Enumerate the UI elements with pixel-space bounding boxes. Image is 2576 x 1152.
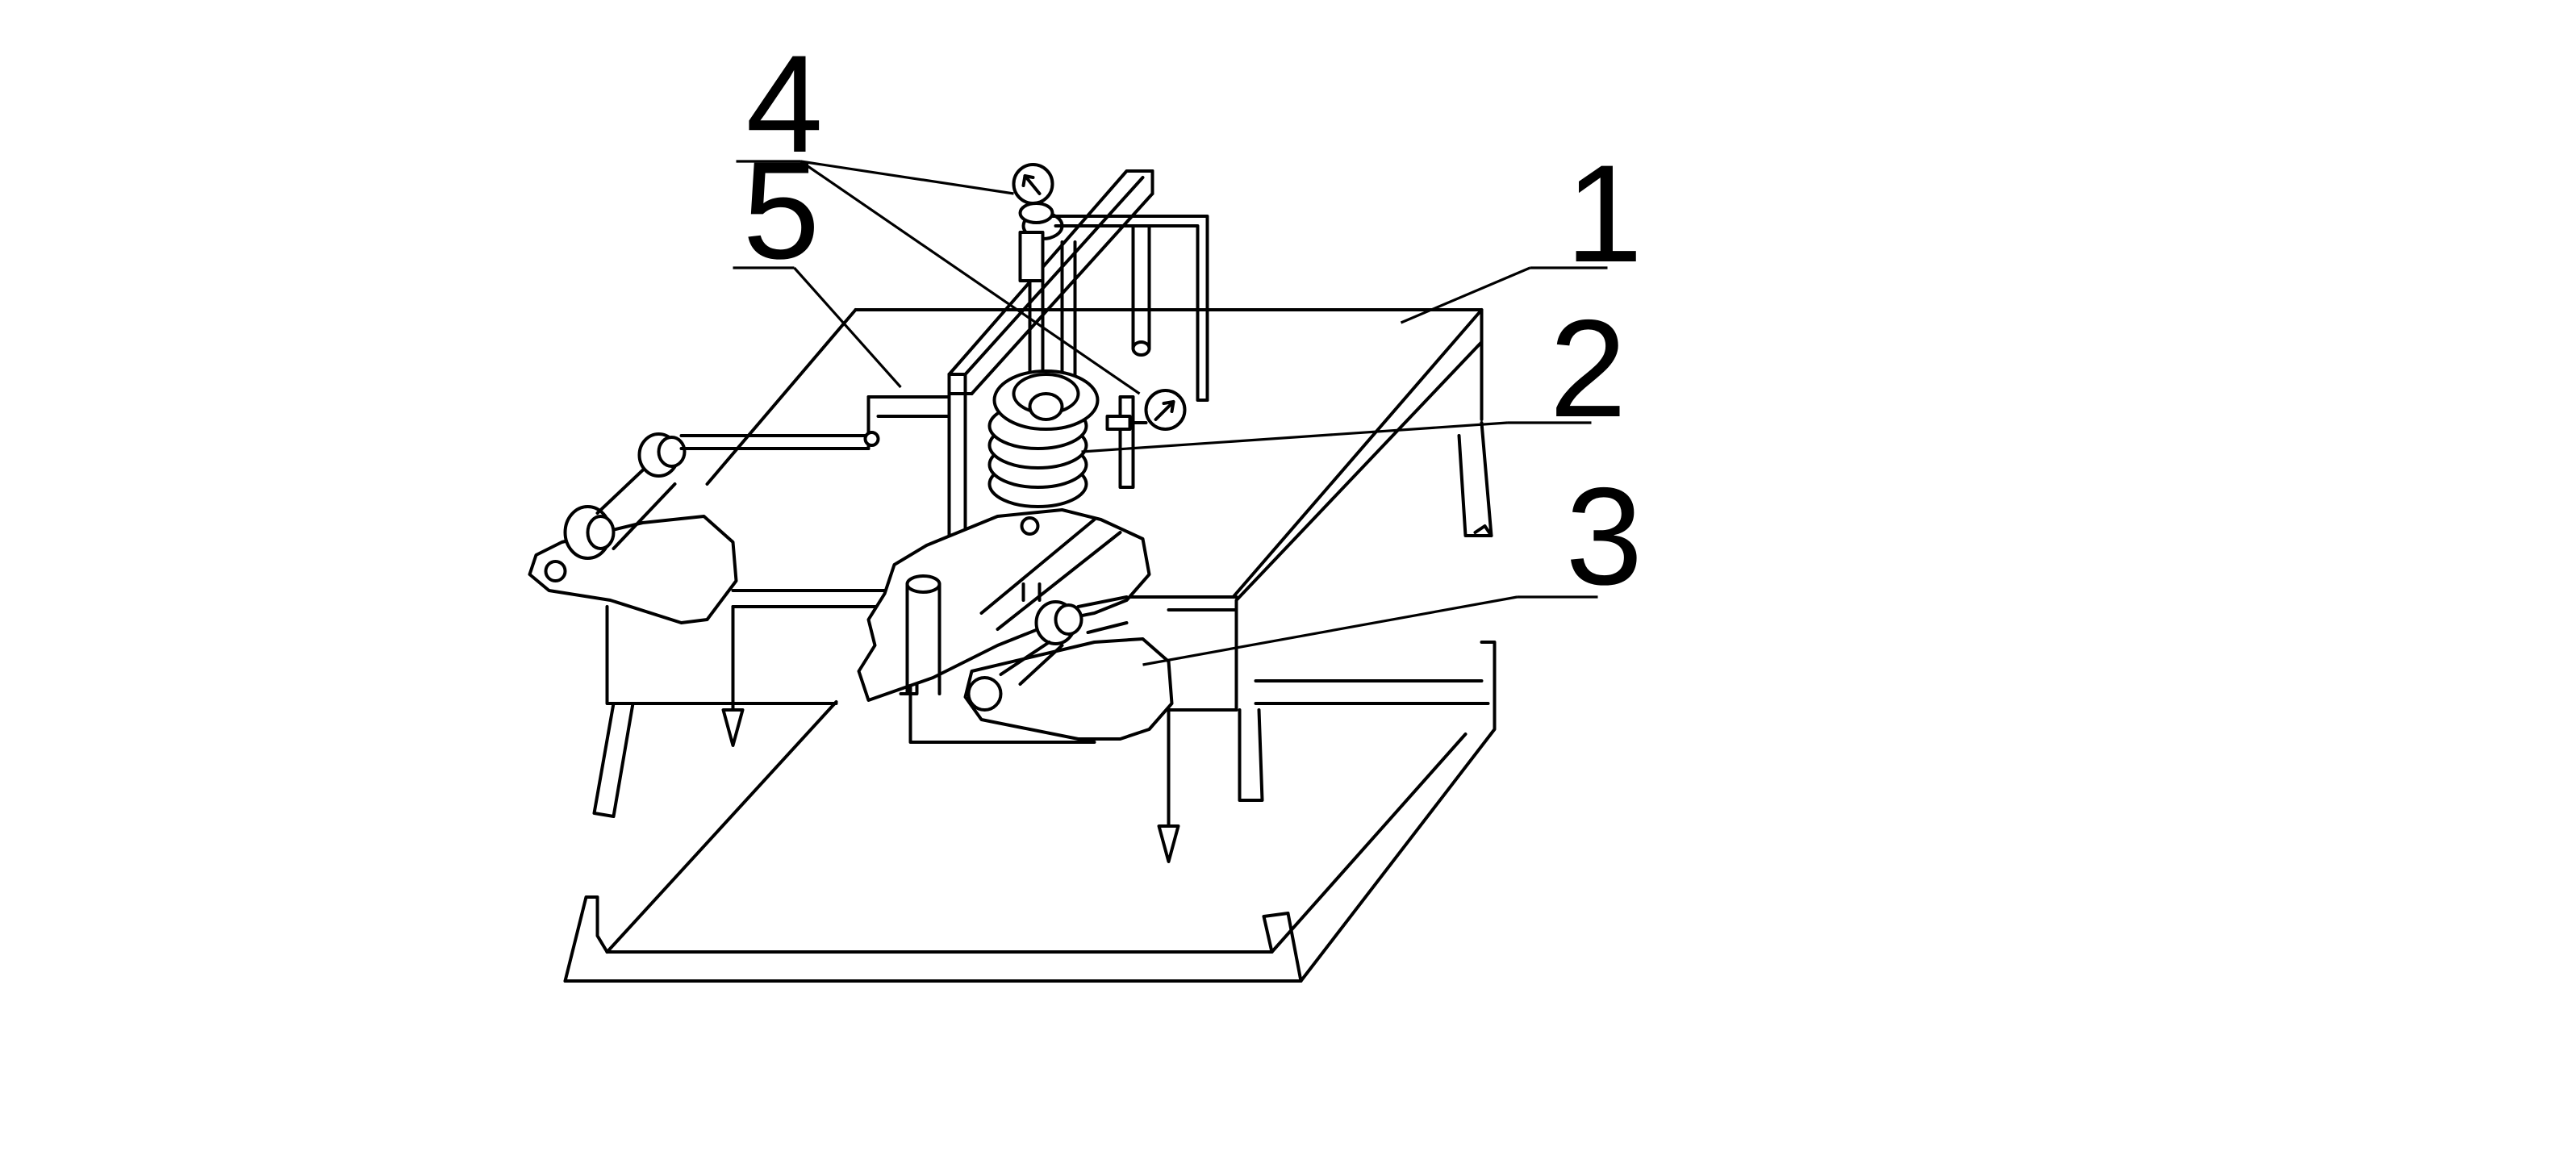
callout-label-4: 4	[746, 27, 824, 182]
callout-label-1: 1	[1566, 136, 1643, 291]
lower-dial-gauge	[1131, 389, 1187, 431]
ground-frame	[563, 641, 1497, 983]
left-drive-assembly	[528, 432, 870, 747]
leader-lines	[733, 160, 1608, 666]
callout-label-2: 2	[1550, 291, 1627, 446]
upper-dial-gauge	[1012, 163, 1054, 224]
callout-label-5: 5	[743, 133, 820, 288]
apparatus-drawing: 1 2 3 4 5	[528, 27, 1643, 983]
loading-unit	[987, 211, 1209, 508]
table-top	[605, 308, 1484, 712]
right-drive-assembly	[857, 508, 1180, 863]
callout-labels: 1 2 3 4 5	[743, 27, 1643, 614]
callout-label-3: 3	[1566, 459, 1643, 614]
table-legs	[592, 421, 1493, 818]
dial-gauges	[1012, 163, 1187, 431]
